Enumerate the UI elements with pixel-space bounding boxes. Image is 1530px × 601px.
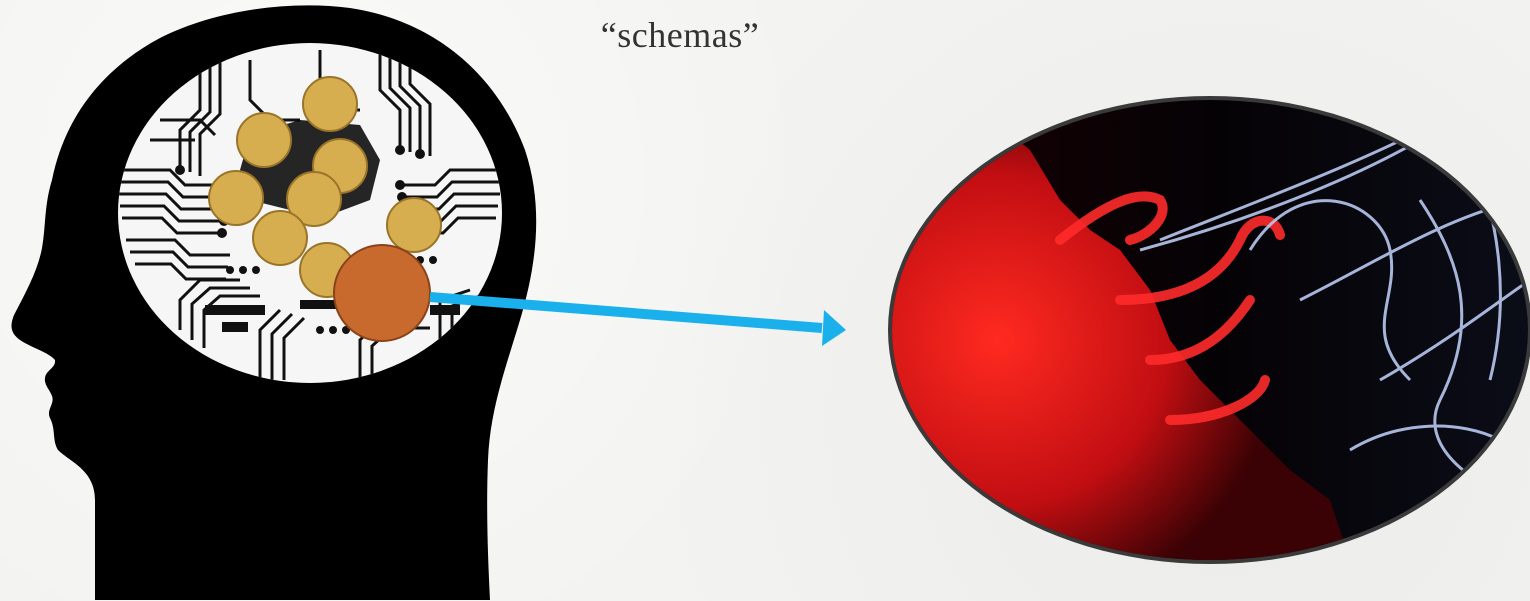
- magnified-neuron-lens: [880, 90, 1530, 570]
- schema-circle: [387, 198, 441, 252]
- schema-circle: [237, 113, 291, 167]
- highlighted-schema-circle: [334, 245, 430, 341]
- schema-circle: [303, 77, 357, 131]
- schema-circle: [209, 171, 263, 225]
- schema-circle: [253, 211, 307, 265]
